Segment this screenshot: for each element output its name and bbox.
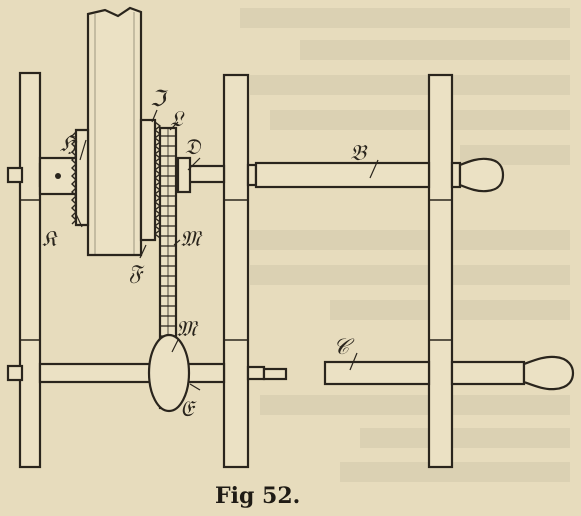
grindstone xyxy=(86,6,143,257)
label-F: 𝔉 xyxy=(128,261,145,286)
label-L: 𝔏 xyxy=(170,107,185,132)
label-M-upper: 𝔐 xyxy=(180,227,203,252)
left-upright xyxy=(18,71,42,469)
frame xyxy=(18,71,454,469)
middle-upright xyxy=(222,73,250,469)
leader-lines xyxy=(75,109,379,391)
label-E: 𝔈 xyxy=(180,397,197,422)
label-H: ℌ xyxy=(60,132,78,157)
right-upright xyxy=(427,73,454,469)
lower-handle xyxy=(522,355,575,391)
label-J: ℑ xyxy=(150,87,169,112)
label-M-lower: 𝔐 xyxy=(176,317,199,342)
upper-handle xyxy=(458,157,505,193)
label-B: 𝔅 xyxy=(350,141,368,166)
label-D: 𝔇 xyxy=(184,135,202,160)
left-gear-assembly xyxy=(38,128,90,227)
upper-sprocket xyxy=(139,118,192,242)
label-K: 𝔎 xyxy=(42,227,58,252)
figure-caption: Fig 52. xyxy=(215,483,300,509)
lower-sprocket xyxy=(147,333,191,413)
